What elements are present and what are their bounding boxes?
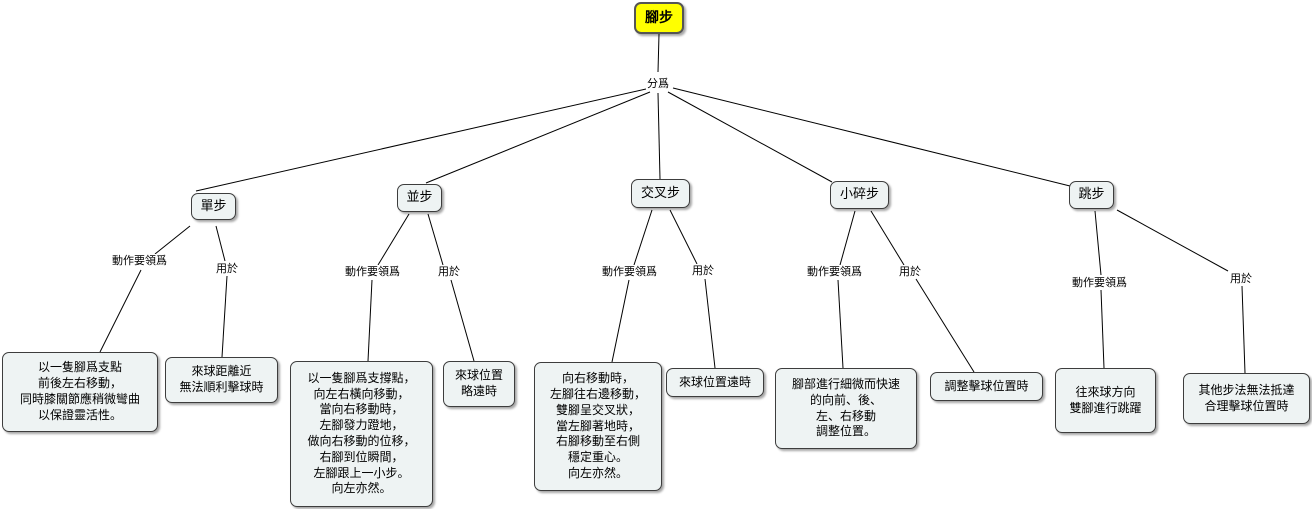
how-label-jump-step: 動作要領爲 xyxy=(1071,276,1128,289)
use-text-shuffle-step[interactable]: 調整擊球位置時 xyxy=(930,372,1043,401)
branch-side-step[interactable]: 並步 xyxy=(397,184,442,212)
how-label-single-step: 動作要領爲 xyxy=(111,254,168,267)
how-label-shuffle-step: 動作要領爲 xyxy=(806,265,863,278)
how-label-side-step: 動作要領爲 xyxy=(344,265,401,278)
use-text-cross-step[interactable]: 來球位置遠時 xyxy=(666,368,764,397)
branch-shuffle-step[interactable]: 小碎步 xyxy=(830,181,889,209)
root-node[interactable]: 腳步 xyxy=(634,2,684,34)
branch-single-step[interactable]: 單步 xyxy=(191,193,236,220)
use-label-cross-step: 用於 xyxy=(691,264,715,277)
use-label-single-step: 用於 xyxy=(215,262,239,275)
how-text-single-step[interactable]: 以一隻腳爲支點 前後左右移動， 同時膝關節應稍微彎曲 以保證靈活性。 xyxy=(2,352,158,432)
how-text-side-step[interactable]: 以一隻腳爲支撐點， 向左右橫向移動， 當向右移動時， 左腳發力蹬地， 做向右移動… xyxy=(290,361,433,507)
use-text-jump-step[interactable]: 其他步法無法抵達 合理擊球位置時 xyxy=(1183,373,1310,424)
use-label-shuffle-step: 用於 xyxy=(898,265,922,278)
how-text-cross-step[interactable]: 向右移動時， 左腳往右邊移動， 雙腳呈交叉狀， 當左腳著地時， 右腳移動至右側 … xyxy=(534,362,662,491)
how-text-jump-step[interactable]: 往來球方向 雙腳進行跳躍 xyxy=(1055,368,1156,433)
how-text-shuffle-step[interactable]: 腳部進行細微而快速 的向前、後、 左、右移動 調整位置。 xyxy=(775,368,917,449)
use-text-side-step[interactable]: 來球位置 略遠時 xyxy=(443,361,515,407)
branch-cross-step[interactable]: 交叉步 xyxy=(631,179,690,208)
use-label-jump-step: 用於 xyxy=(1229,272,1253,285)
how-label-cross-step: 動作要領爲 xyxy=(601,265,658,278)
split-label: 分爲 xyxy=(646,77,670,90)
use-text-single-step[interactable]: 來球距離近 無法順利擊球時 xyxy=(165,357,278,403)
use-label-side-step: 用於 xyxy=(437,265,461,278)
branch-jump-step[interactable]: 跳步 xyxy=(1069,181,1114,209)
